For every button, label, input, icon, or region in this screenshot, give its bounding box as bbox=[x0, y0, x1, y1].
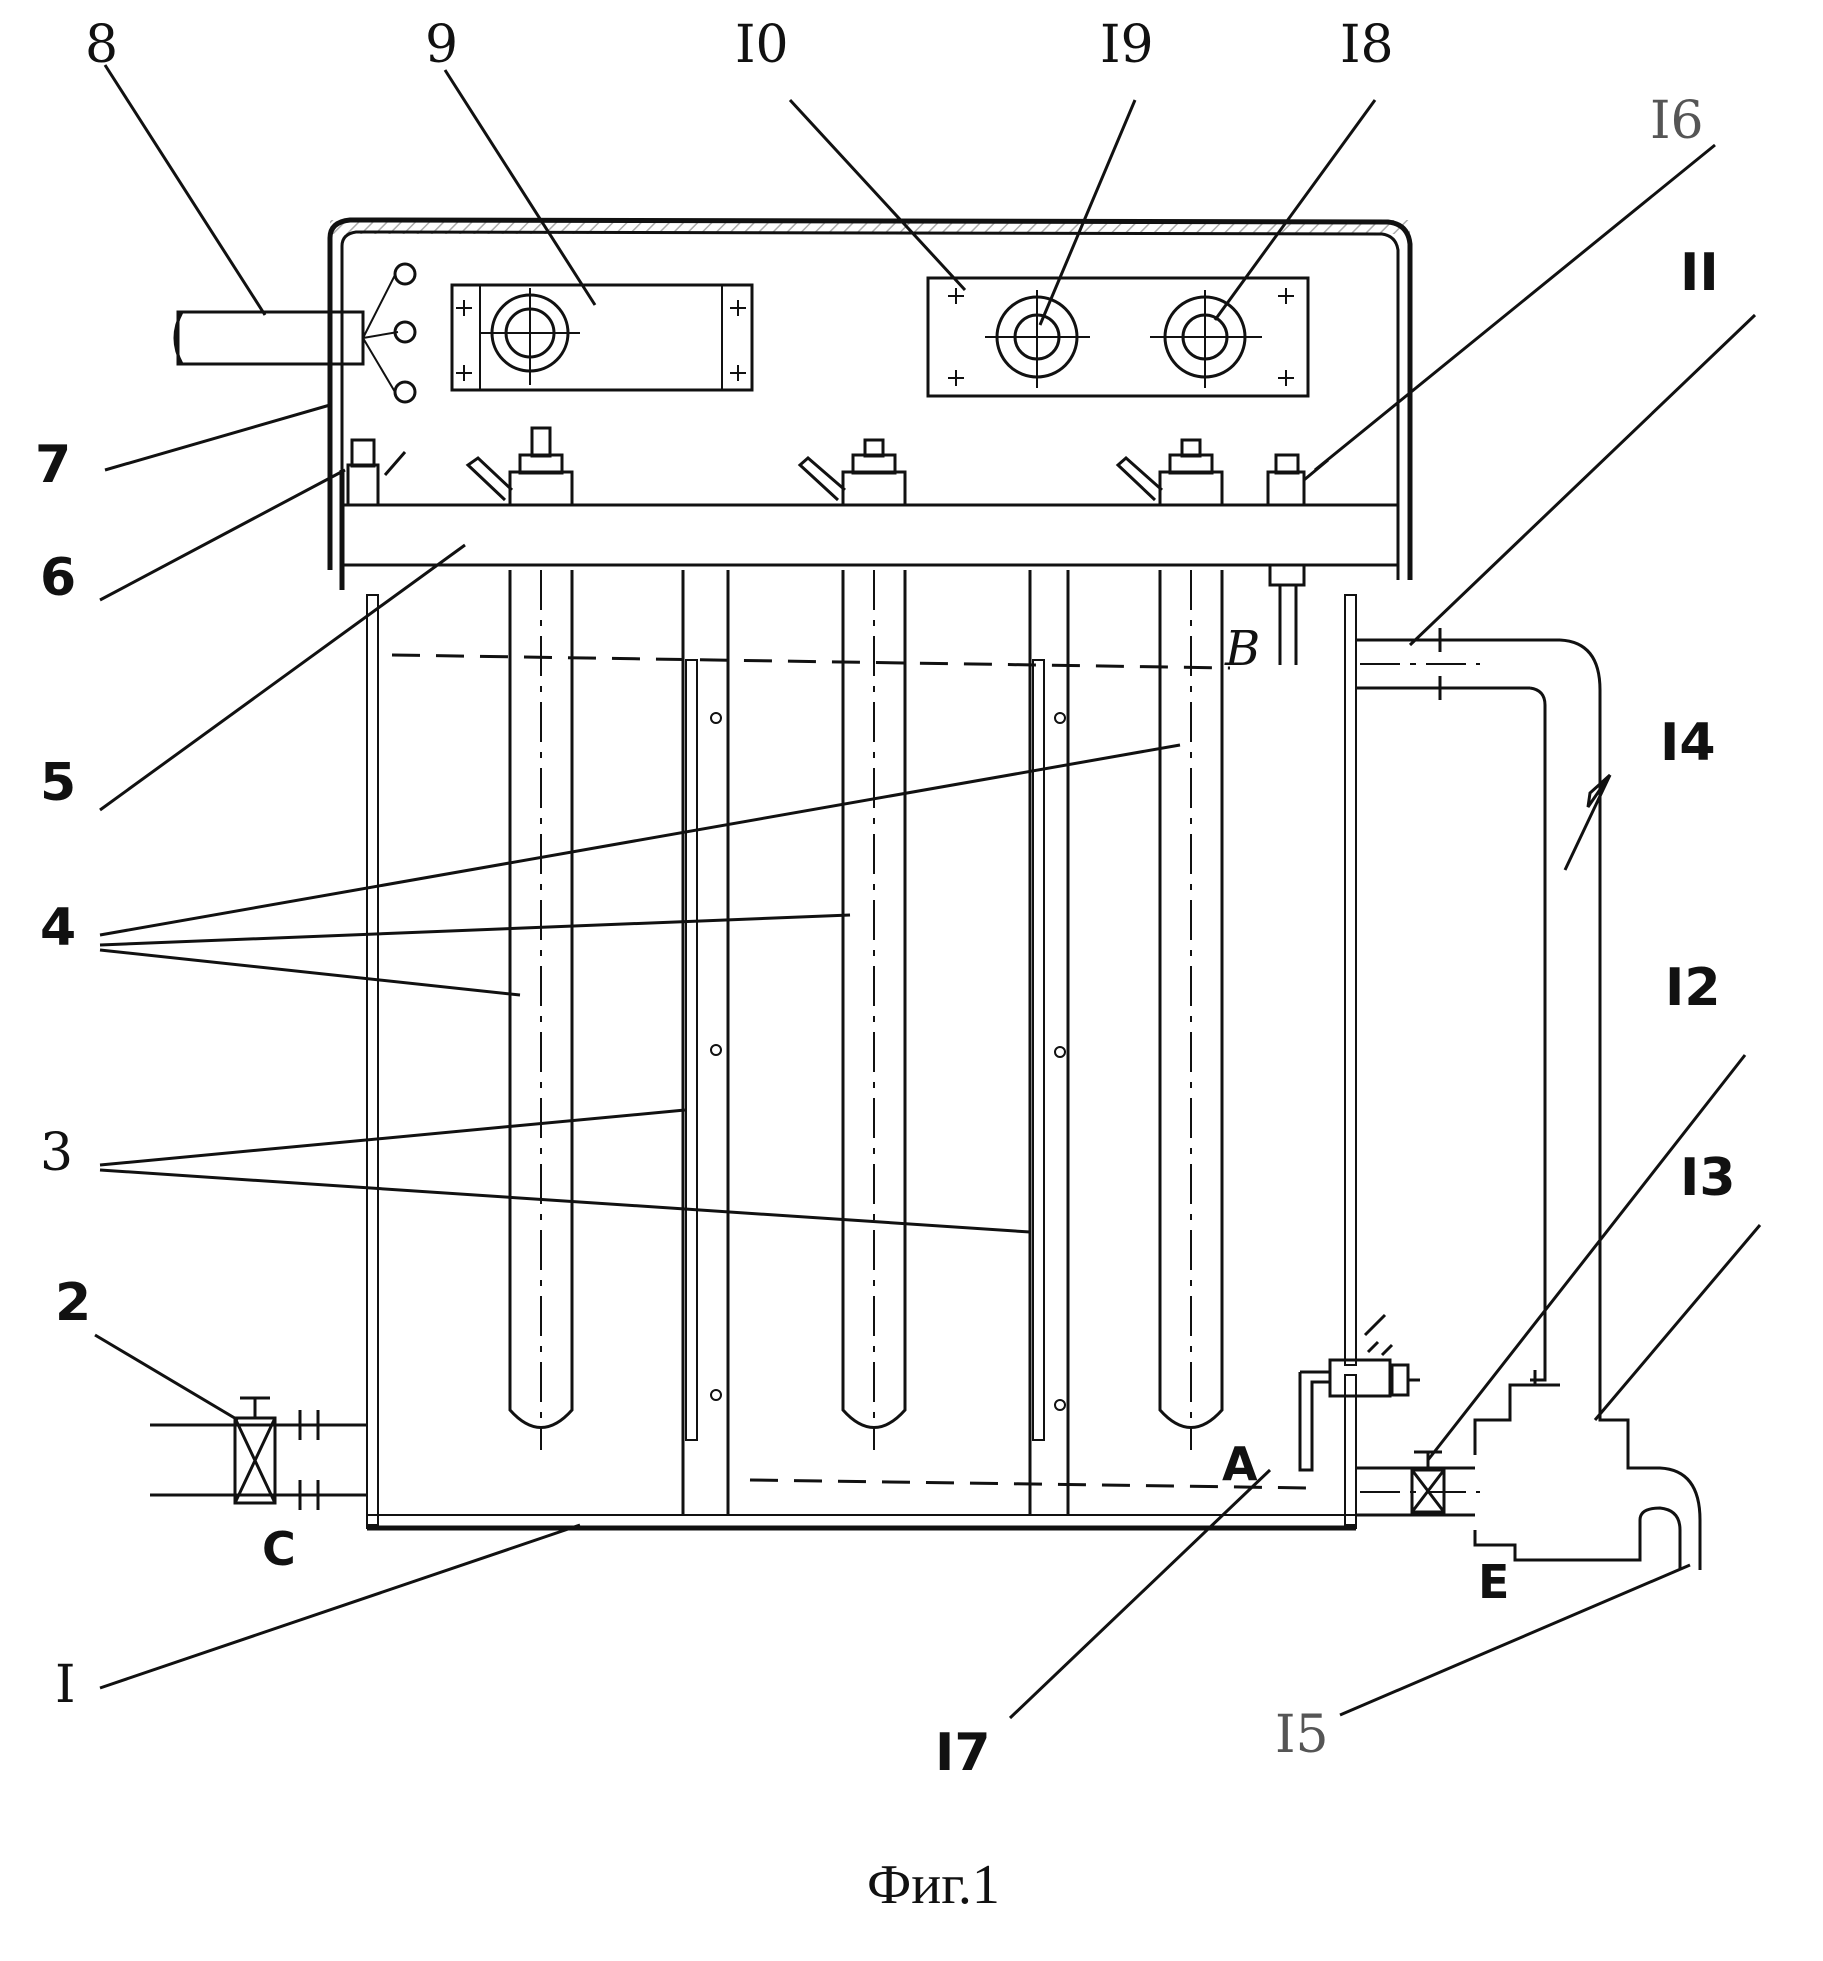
label-3: 3 bbox=[40, 1123, 73, 1183]
drain-valve-2 bbox=[150, 1398, 367, 1510]
label-10: I0 bbox=[735, 15, 789, 75]
electrodes bbox=[510, 570, 1222, 1450]
point-b: B bbox=[1224, 621, 1260, 677]
label-11: II bbox=[1680, 243, 1719, 303]
terminal-block-10 bbox=[928, 278, 1308, 396]
upper-level-line bbox=[392, 655, 1230, 668]
terminal-block-9 bbox=[452, 285, 752, 390]
label-15: I5 bbox=[1275, 1705, 1329, 1765]
level-sensor bbox=[1300, 1315, 1420, 1470]
point-c: C bbox=[262, 1522, 296, 1576]
label-8: 8 bbox=[85, 15, 118, 75]
label-14: I4 bbox=[1660, 713, 1716, 773]
power-cable bbox=[175, 264, 415, 402]
gas-outlet-pipe bbox=[1356, 628, 1600, 1350]
point-e: E bbox=[1478, 1555, 1509, 1609]
point-a: A bbox=[1222, 1437, 1258, 1491]
label-12: I2 bbox=[1665, 958, 1721, 1018]
part-labels: 8 9 I0 I9 I8 I6 II 7 6 5 4 I4 3 I2 I3 2 … bbox=[35, 15, 1736, 1783]
label-9: 9 bbox=[425, 15, 458, 75]
label-1: I bbox=[55, 1655, 76, 1715]
label-18: I8 bbox=[1340, 15, 1394, 75]
insulating-plate bbox=[342, 505, 1398, 565]
label-5: 5 bbox=[40, 753, 76, 813]
label-2: 2 bbox=[55, 1273, 91, 1333]
label-7: 7 bbox=[35, 435, 71, 495]
electrode-terminals bbox=[342, 428, 1328, 665]
label-17: I7 bbox=[935, 1723, 991, 1783]
partitions bbox=[683, 570, 1068, 1515]
point-labels: B A C E bbox=[262, 621, 1509, 1609]
label-13: I3 bbox=[1680, 1148, 1736, 1208]
label-4: 4 bbox=[40, 898, 76, 958]
tank-body bbox=[367, 595, 1356, 1528]
label-19: I9 bbox=[1100, 15, 1154, 75]
label-6: 6 bbox=[40, 548, 76, 608]
label-16: I6 bbox=[1650, 91, 1704, 151]
figure-caption: Фиг.1 bbox=[867, 1854, 1000, 1916]
